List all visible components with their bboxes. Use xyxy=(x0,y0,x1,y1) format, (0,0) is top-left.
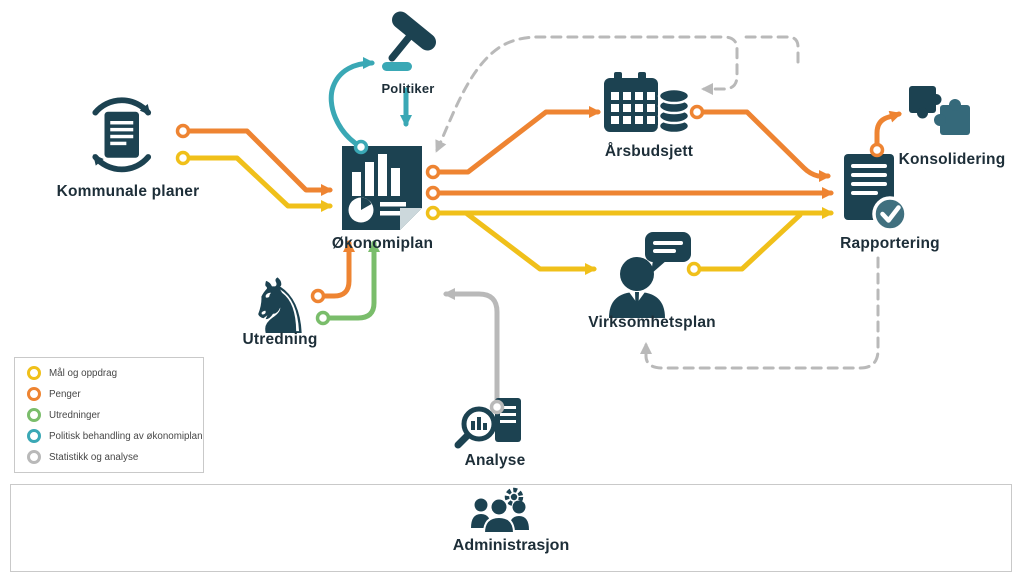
magnifier-chart-icon xyxy=(454,398,521,449)
flow-politisk-okonomiplan-politiker xyxy=(328,57,375,150)
feedback-dashed-okonomiplan-arsbudsjett xyxy=(435,35,739,153)
coin-stack xyxy=(657,87,691,135)
connector-dot xyxy=(175,123,191,139)
document-sync-icon xyxy=(92,97,152,173)
flow-mal-kommunaleplaner-okonomiplan xyxy=(186,155,333,212)
connector-dots xyxy=(175,104,885,415)
legend: Mål og oppdrag Penger Utredninger Politi… xyxy=(14,357,204,473)
legend-dot-utredninger xyxy=(27,408,41,422)
legend-item: Mål og oppdrag xyxy=(27,366,197,380)
calendar-coins-icon xyxy=(604,72,691,135)
flow-utredninger-utredning-okonomiplan xyxy=(325,240,380,321)
flow-penger-arsbudsjett-rapportering xyxy=(698,109,831,182)
flow-penger-utredning-okonomiplan xyxy=(320,240,355,299)
label-kommunale-planer: Kommunale planer xyxy=(56,183,200,200)
label-arsbudsjett: Årsbudsjett xyxy=(604,143,694,160)
legend-label: Politisk behandling av økonomiplan xyxy=(49,430,203,442)
flow-penger-rapportering-konsolidering xyxy=(874,110,902,149)
icons: ♞ xyxy=(92,11,970,534)
label-virksomhetsplan: Virksomhetsplan xyxy=(588,314,716,331)
legend-item: Statistikk og analyse xyxy=(27,450,197,464)
chart-document-icon xyxy=(342,146,422,230)
legend-item: Politisk behandling av økonomiplan xyxy=(27,429,203,443)
connector-dot xyxy=(686,261,702,277)
connector-dot xyxy=(489,399,505,415)
flow-statistikk-analyse-okonomiplan xyxy=(443,288,500,407)
label-politiker: Politiker xyxy=(381,81,435,96)
puzzle-icon xyxy=(909,86,970,135)
label-analyse: Analyse xyxy=(464,452,526,469)
people-gear-icon xyxy=(471,487,529,534)
label-rapportering: Rapportering xyxy=(840,235,940,252)
feedback-dashed-stub xyxy=(738,35,800,64)
label-okonomiplan: Økonomiplan xyxy=(331,235,434,252)
gavel-block xyxy=(382,62,412,71)
connector-dot xyxy=(315,310,331,326)
legend-label: Mål og oppdrag xyxy=(49,367,118,379)
gavel-icon xyxy=(382,11,436,71)
flow-mal-virksomhetsplan-rapportering xyxy=(696,212,803,272)
person-speech-icon xyxy=(609,232,691,318)
connector-dot xyxy=(310,288,326,304)
connector-dot xyxy=(425,164,441,180)
legend-dot-mal-og-oppdrag xyxy=(27,366,41,380)
connector-dot xyxy=(425,185,441,201)
connector-dot xyxy=(689,104,705,120)
connector-dot xyxy=(175,150,191,166)
legend-label: Penger xyxy=(49,388,81,400)
connector-dot xyxy=(425,205,441,221)
label-administrasjon: Administrasjon xyxy=(452,537,570,554)
label-konsolidering: Konsolidering xyxy=(898,151,1006,168)
connectors xyxy=(186,35,902,407)
legend-dot-penger xyxy=(27,387,41,401)
flow-mal-okonomiplan-virksomhetsplan xyxy=(436,210,597,275)
legend-item: Utredninger xyxy=(27,408,197,422)
legend-dot-statistikk-analyse xyxy=(27,450,41,464)
connector-dot xyxy=(353,139,369,155)
flow-penger-kommunaleplaner-okonomiplan xyxy=(186,128,333,196)
feedback-dashed-rapportering-virksomhetsplan xyxy=(640,256,880,370)
legend-item: Penger xyxy=(27,387,197,401)
flow-penger-okonomiplan-arsbudsjett xyxy=(436,106,601,175)
report-check-icon xyxy=(844,154,908,232)
connector-dot xyxy=(869,142,885,158)
legend-dot-politisk-behandling xyxy=(27,429,41,443)
legend-label: Utredninger xyxy=(49,409,101,421)
legend-label: Statistikk og analyse xyxy=(49,451,139,463)
chess-knight-icon: ♞ xyxy=(246,262,314,351)
label-utredning: Utredning xyxy=(242,331,318,348)
